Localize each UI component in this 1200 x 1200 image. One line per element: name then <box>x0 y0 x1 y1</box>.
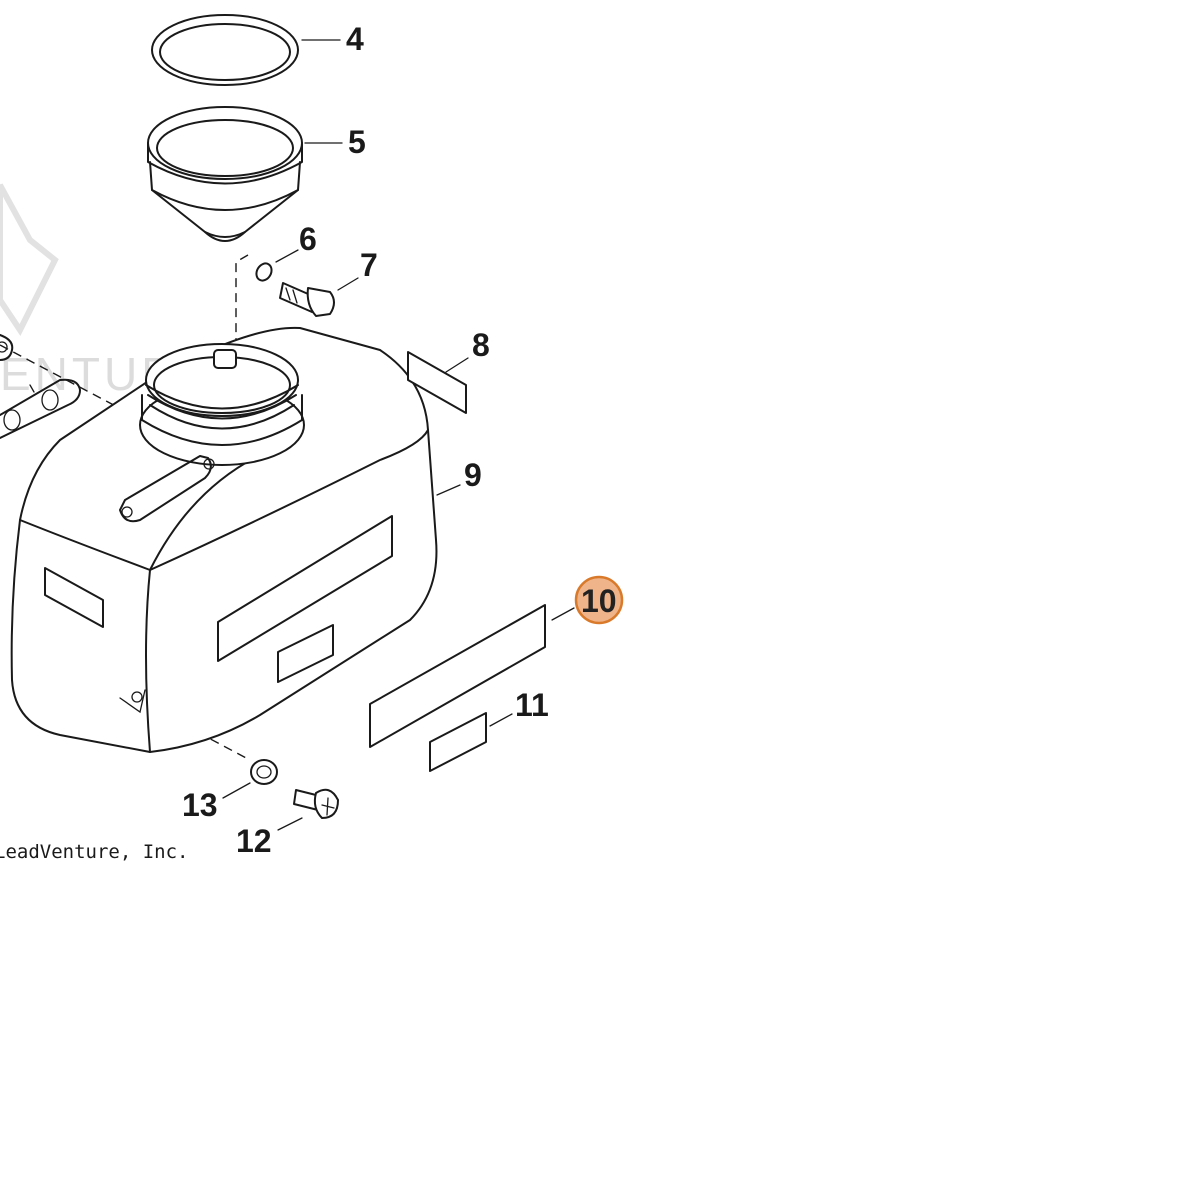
callout-4[interactable]: 4 <box>346 21 364 57</box>
callout-10[interactable]: 10 <box>581 583 617 619</box>
callout-6[interactable]: 6 <box>299 221 317 257</box>
copyright-text: LeadVenture, Inc. <box>0 841 188 863</box>
callout-13[interactable]: 13 <box>182 787 218 823</box>
callout-8[interactable]: 8 <box>472 327 490 363</box>
part-9-tank[interactable] <box>10 326 438 753</box>
part-11-decal[interactable] <box>429 712 487 772</box>
callout-12[interactable]: 12 <box>236 823 272 859</box>
part-7-bolt[interactable] <box>279 282 335 317</box>
callout-7[interactable]: 7 <box>360 247 378 283</box>
part-6-oring[interactable] <box>253 261 274 284</box>
part-8-decal[interactable] <box>407 351 467 414</box>
highlight-circle <box>574 575 624 625</box>
leader-lines <box>222 39 575 831</box>
callout-9[interactable]: 9 <box>464 457 482 493</box>
part-12-screw[interactable] <box>293 788 339 819</box>
callout-5[interactable]: 5 <box>348 124 366 160</box>
part-13-washer[interactable] <box>250 759 278 785</box>
callout-11[interactable]: 11 <box>515 687 549 723</box>
part-4-gasket[interactable] <box>151 14 299 86</box>
part-10-decal[interactable] <box>369 604 546 748</box>
part-5-strainer[interactable] <box>147 106 303 242</box>
mount-bracket <box>0 334 81 439</box>
